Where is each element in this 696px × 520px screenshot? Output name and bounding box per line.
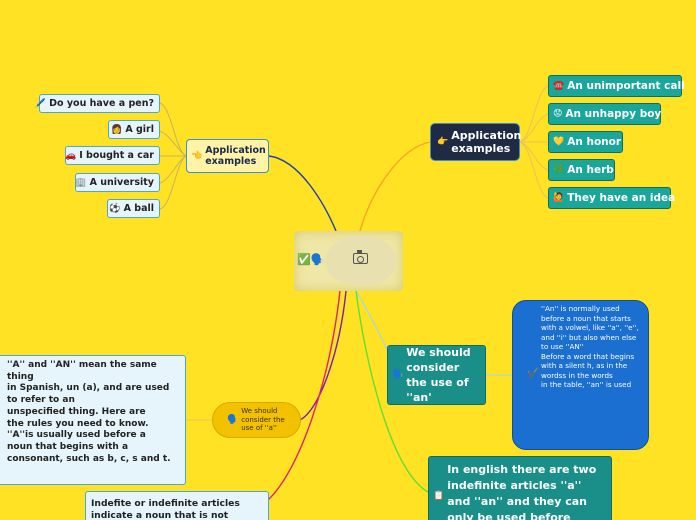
note-text: ''A'' and ''AN'' mean the same thing in … bbox=[7, 360, 171, 464]
leaf-car[interactable]: 🚗 I bought a car bbox=[65, 146, 160, 165]
check-mark-icon: ✔️ bbox=[527, 368, 540, 379]
phone-icon: ☎️ bbox=[553, 81, 565, 91]
pointing-left-icon: 👈 bbox=[191, 150, 203, 161]
note-text: In english there are two indefinite arti… bbox=[447, 463, 597, 520]
clipboard-icon: 📋 bbox=[433, 491, 445, 501]
leaf-label: An honor bbox=[567, 136, 622, 148]
leaf-pen[interactable]: 🖊️ Do you have a pen? bbox=[35, 94, 160, 113]
leaf-label: A university bbox=[89, 177, 154, 188]
speaking-head-icon: 🗣️ bbox=[227, 414, 239, 425]
girl-icon: 👩 bbox=[111, 124, 123, 135]
topic-label: We should consider the use of ''a'' bbox=[241, 407, 285, 433]
speaking-head-icon: 🗣️ bbox=[392, 369, 404, 380]
an-usage-note[interactable]: ✔️ ''An'' is normally used before a noun… bbox=[512, 300, 649, 450]
raising-hand-icon: 🙋 bbox=[553, 193, 565, 203]
leaf-label: A girl bbox=[125, 124, 154, 135]
right-application-examples-topic[interactable]: 👉 Application examples bbox=[430, 123, 522, 161]
leaf-idea[interactable]: 🙋 They have an idea bbox=[548, 187, 675, 209]
pointing-right-icon: 👉 bbox=[437, 136, 449, 147]
leaf-label: An herb bbox=[567, 164, 614, 176]
heart-icon: 💛 bbox=[553, 137, 565, 147]
leaf-label: I bought a car bbox=[79, 150, 154, 161]
leaf-unhappy-boy[interactable]: 😟 An unhappy boy bbox=[548, 103, 661, 125]
left-application-examples-topic[interactable]: 👈 Application examples bbox=[186, 139, 269, 173]
note-text: ''An'' is normally used before a noun th… bbox=[541, 304, 639, 389]
camera-icon[interactable] bbox=[353, 250, 368, 264]
note-text: Indefite or indefinite articles indicate… bbox=[91, 498, 240, 520]
leaf-label: They have an idea bbox=[567, 192, 676, 204]
leaf-label: A ball bbox=[123, 203, 154, 214]
topic-label: Application examples bbox=[451, 129, 522, 155]
central-topic[interactable]: ✅🗣️ bbox=[294, 231, 403, 291]
car-icon: 🚗 bbox=[64, 150, 77, 161]
leaf-label: Do you have a pen? bbox=[49, 98, 154, 109]
leaf-herb[interactable]: 🌿 An herb bbox=[548, 159, 615, 181]
consider-an-topic[interactable]: 🗣️ We should consider the use of ''an' bbox=[387, 345, 486, 405]
leaf-ball[interactable]: ⚽ A ball bbox=[107, 199, 160, 218]
topic-label: We should consider the use of ''an' bbox=[406, 346, 471, 404]
leaf-girl[interactable]: 👩 A girl bbox=[108, 120, 160, 139]
singular-nouns-note[interactable]: 📋 In english there are two indefinite ar… bbox=[428, 456, 612, 520]
leaf-label: An unhappy boy bbox=[565, 108, 662, 120]
leaf-unimportant-call[interactable]: ☎️ An unimportant call bbox=[548, 75, 685, 97]
building-icon: 🏢 bbox=[75, 177, 87, 188]
leaf-honor[interactable]: 💛 An honor bbox=[548, 131, 623, 153]
pen-icon: 🖊️ bbox=[34, 98, 47, 109]
sad-face-icon: 😟 bbox=[553, 109, 563, 119]
leaf-university[interactable]: 🏢 A university bbox=[75, 173, 160, 192]
indefinite-articles-note[interactable]: Indefite or indefinite articles indicate… bbox=[85, 491, 269, 520]
a-usage-note[interactable]: ''A'' and ''AN'' mean the same thing in … bbox=[0, 355, 186, 485]
ball-icon: ⚽ bbox=[109, 203, 121, 214]
consider-a-topic[interactable]: 🗣️ We should consider the use of ''a'' bbox=[212, 402, 301, 438]
check-speaking-icon: ✅🗣️ bbox=[297, 253, 325, 266]
leaf-label: An unimportant call bbox=[567, 80, 685, 92]
topic-label: Application examples bbox=[205, 145, 266, 167]
herb-icon: 🌿 bbox=[553, 165, 565, 175]
